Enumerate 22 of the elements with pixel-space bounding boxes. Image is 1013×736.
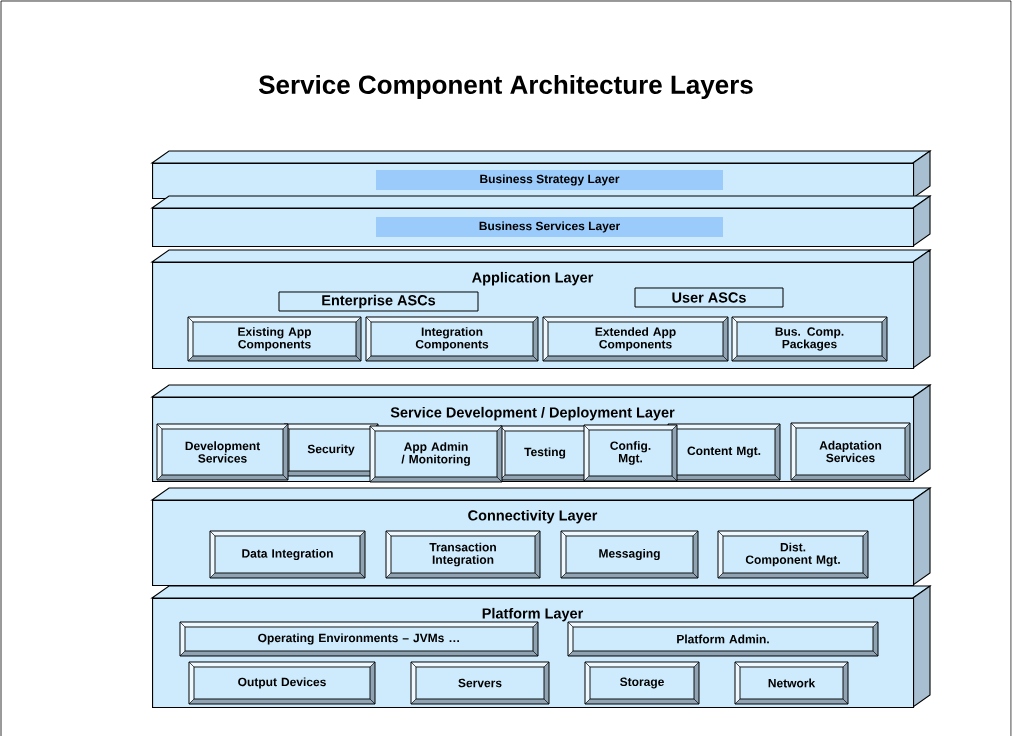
bevel-box: Messaging: [560, 530, 699, 579]
bevel-box: Platform Admin.: [567, 621, 879, 657]
bevel-box: Integration Components: [365, 316, 539, 362]
title: Service Component Architecture Layers: [258, 74, 753, 100]
bevel-box: Content Mgt.: [667, 423, 781, 481]
bevel-box: Transaction Integration: [385, 530, 541, 579]
bevel-box: Dist. Component Mgt.: [717, 530, 869, 579]
bevel-box: Existing App Components: [187, 316, 362, 362]
label-box: Enterprise ASCs: [278, 291, 479, 312]
label-box: User ASCs: [634, 287, 784, 308]
bevel-box: Adaptation Services: [790, 422, 911, 481]
bevel-box: Network: [734, 661, 849, 705]
bevel-box: Servers: [410, 661, 550, 705]
bevel-box: Storage: [584, 661, 700, 705]
bevel-box: Output Devices: [188, 661, 376, 705]
bevel-box: App Admin / Monitoring: [369, 425, 503, 483]
bevel-box: Config. Mgt.: [583, 424, 678, 482]
bevel-box: Bus. Comp. Packages: [731, 316, 888, 362]
bevel-box: Operating Environments – JVMs …: [179, 621, 539, 657]
bevel-box: Extended App Components: [542, 316, 729, 362]
bevel-box: Data Integration: [209, 530, 366, 579]
bevel-box: Development Services: [156, 423, 289, 481]
